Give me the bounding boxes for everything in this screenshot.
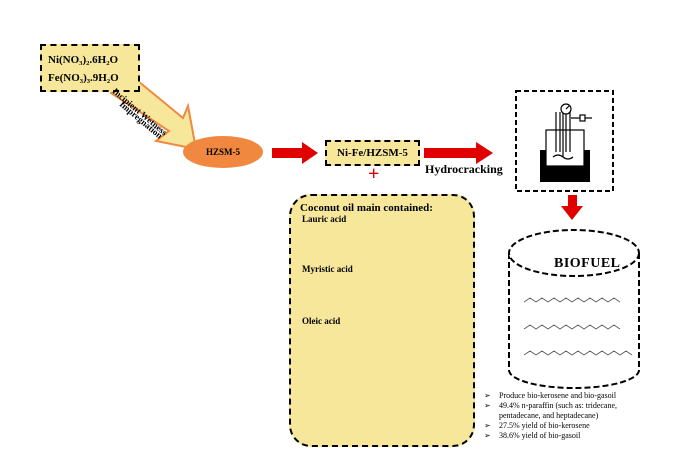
precursor-salts-box: Ni(NO₃)₂.6H₂O Fe(NO₃)₃.9H₂O: [40, 44, 140, 92]
biofuel-tank: [508, 229, 640, 389]
catalyst-label: Ni-Fe/HZSM-5: [337, 147, 408, 159]
arrow-to-reactor: [424, 142, 493, 164]
arrow-to-catalyst: [272, 142, 318, 164]
arrow-bullet-icon: ➢: [484, 421, 491, 430]
iron-nitrate-label: Fe(NO₃)₃.9H₂O: [48, 72, 119, 84]
hydrocarbon-chains: [523, 297, 633, 356]
nickel-nitrate-label: Ni(NO₃)₂.6H₂O: [48, 54, 119, 66]
hzsm5-label: HZSM-5: [205, 147, 240, 157]
arrow-bullet-icon: ➢: [484, 401, 491, 410]
result-text: 49.4% n-paraffin (such as: tridecane, pe…: [499, 401, 618, 420]
results-list: ➢ Produce bio-kerosene and bio-gasoil ➢ 49…: [484, 391, 654, 441]
result-item: ➢ 38.6% yield of bio-gasoil: [484, 431, 654, 441]
result-text: Produce bio-kerosene and bio-gasoil: [499, 391, 617, 400]
result-item: ➢ 49.4% n-paraffin (such as: tridecane, p…: [484, 401, 654, 421]
plus-sign: +: [368, 163, 380, 185]
coconut-oil-panel: [289, 194, 475, 447]
result-text: 38.6% yield of bio-gasoil: [499, 431, 581, 440]
arrow-to-biofuel: [561, 195, 583, 220]
result-item: ➢ Produce bio-kerosene and bio-gasoil: [484, 391, 654, 401]
oleic-acid-label: Oleic acid: [302, 316, 341, 326]
result-item: ➢ 27.5% yield of bio-kerosene: [484, 421, 654, 431]
arrow-bullet-icon: ➢: [484, 431, 491, 440]
coconut-oil-title: Coconut oil main contained:: [300, 202, 433, 214]
catalyst-box: Ni-Fe/HZSM-5: [325, 140, 420, 166]
reactor-icon: [540, 103, 592, 182]
myristic-acid-label: Myristic acid: [302, 264, 353, 274]
lauric-acid-label: Lauric acid: [302, 214, 347, 224]
result-text: 27.5% yield of bio-kerosene: [499, 421, 590, 430]
hzsm5-support: HZSM-5: [183, 136, 263, 168]
arrow-bullet-icon: ➢: [484, 391, 491, 400]
biofuel-label: BIOFUEL: [554, 256, 621, 271]
hydrocracking-label: Hydrocracking: [425, 162, 503, 176]
